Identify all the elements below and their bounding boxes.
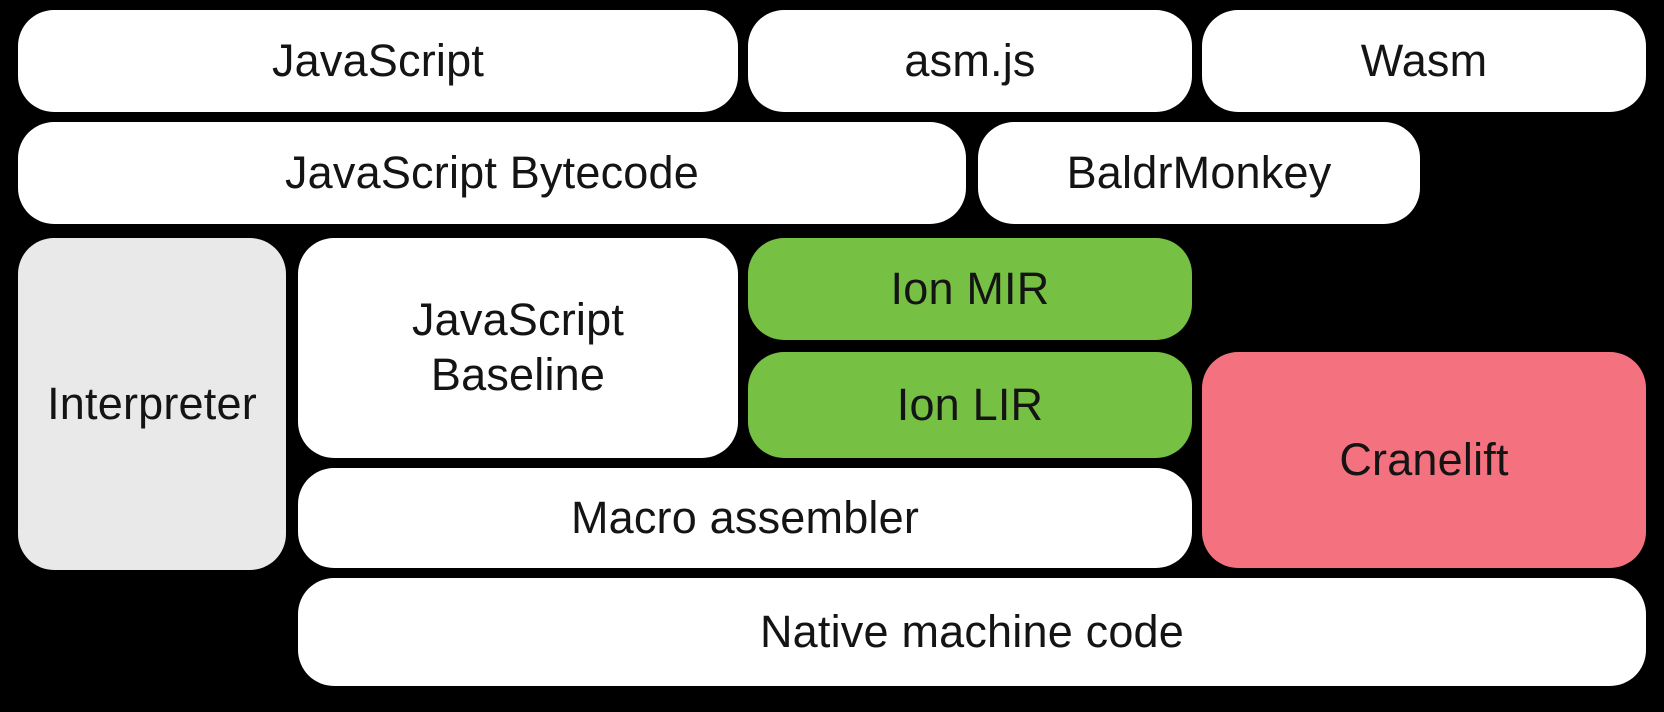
node-baldrmonkey-label: BaldrMonkey bbox=[1066, 146, 1332, 198]
node-macro-assembler: Macro assembler bbox=[298, 468, 1192, 568]
node-wasm: Wasm bbox=[1202, 10, 1646, 112]
node-ion-mir: Ion MIR bbox=[748, 238, 1192, 340]
node-interpreter: Interpreter bbox=[18, 238, 286, 570]
node-javascript-bytecode-label: JavaScript Bytecode bbox=[284, 146, 699, 198]
node-asm-js: asm.js bbox=[748, 10, 1192, 112]
node-javascript-label: JavaScript bbox=[271, 34, 485, 86]
node-ion-mir-label: Ion MIR bbox=[890, 262, 1050, 314]
node-macro-assembler-label: Macro assembler bbox=[570, 491, 920, 543]
node-cranelift: Cranelift bbox=[1202, 352, 1646, 568]
node-cranelift-label: Cranelift bbox=[1339, 433, 1509, 485]
node-javascript-bytecode: JavaScript Bytecode bbox=[18, 122, 966, 224]
node-interpreter-label: Interpreter bbox=[47, 377, 257, 429]
node-javascript: JavaScript bbox=[18, 10, 738, 112]
node-ion-lir: Ion LIR bbox=[748, 352, 1192, 458]
node-javascript-baseline: JavaScript Baseline bbox=[298, 238, 738, 458]
node-native-machine-code-label: Native machine code bbox=[759, 605, 1185, 657]
node-ion-lir-label: Ion LIR bbox=[896, 378, 1044, 430]
node-javascript-baseline-label: JavaScript Baseline bbox=[411, 294, 625, 400]
node-native-machine-code: Native machine code bbox=[298, 578, 1646, 686]
node-baldrmonkey: BaldrMonkey bbox=[978, 122, 1420, 224]
node-wasm-label: Wasm bbox=[1360, 34, 1488, 86]
node-asm-js-label: asm.js bbox=[904, 34, 1036, 86]
